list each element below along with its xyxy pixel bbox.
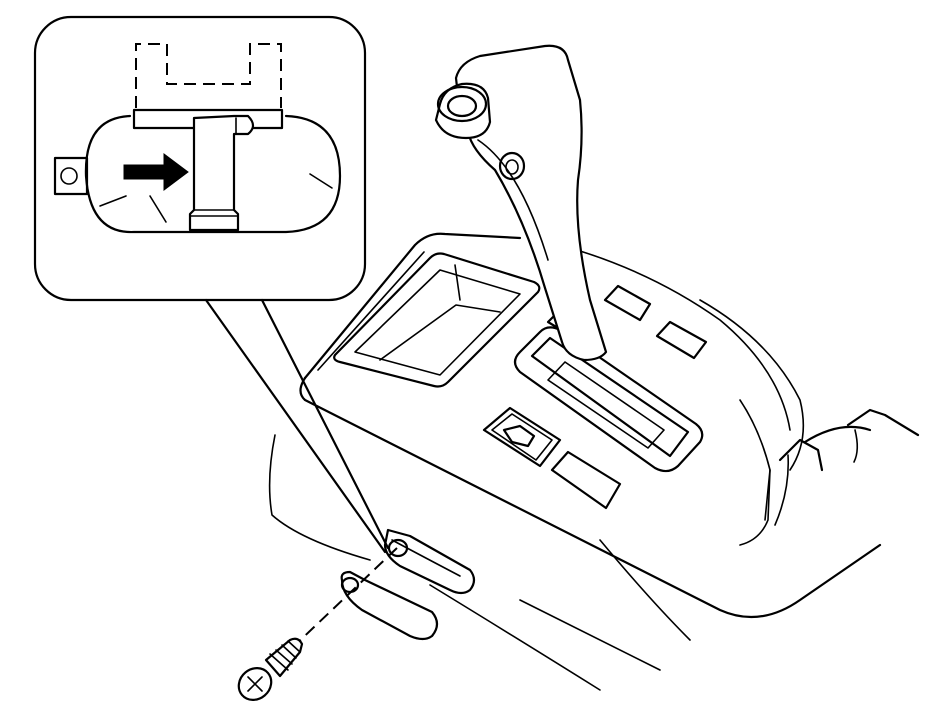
arrow-right-icon [123,153,189,191]
detail-inset [33,15,367,302]
center-console [268,232,920,691]
lock-release-slot [340,528,476,641]
screw [237,637,304,701]
callout-leader [204,298,390,554]
shift-lever [434,44,608,362]
insertion-guide-line [289,547,398,651]
